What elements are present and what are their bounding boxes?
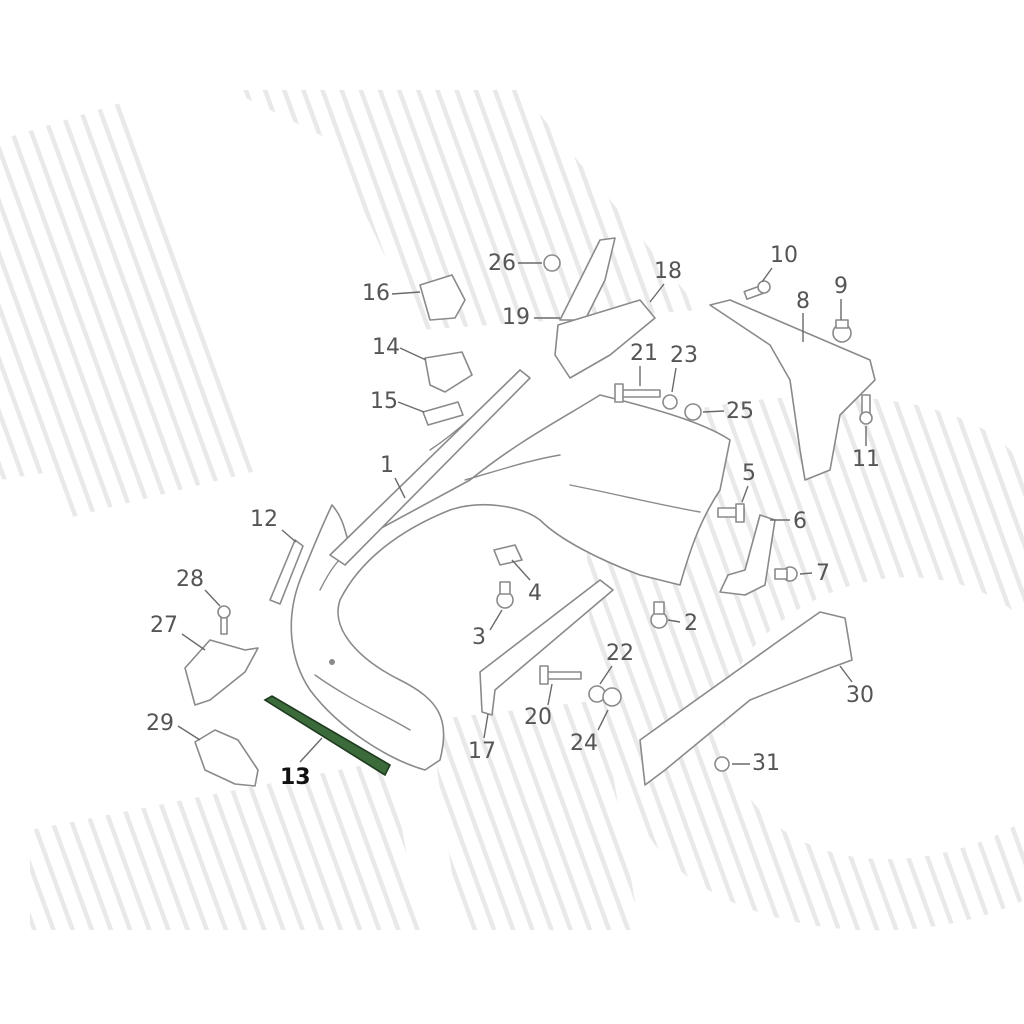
part-5-bolt: [717, 503, 745, 523]
svg-text:27: 27: [150, 613, 178, 638]
callout-18[interactable]: 18: [649, 259, 682, 303]
callout-26[interactable]: 26: [488, 251, 542, 276]
callout-28[interactable]: 28: [176, 567, 221, 607]
part-23-washer: [662, 394, 678, 410]
part-30-crossbar: [639, 611, 853, 786]
svg-text:20: 20: [524, 705, 552, 730]
callout-27[interactable]: 27: [150, 613, 206, 651]
svg-text:30: 30: [846, 683, 874, 708]
callout-16[interactable]: 16: [362, 281, 421, 306]
callout-22[interactable]: 22: [599, 641, 634, 685]
callout-23[interactable]: 23: [670, 343, 698, 393]
part-9-nut: [832, 319, 852, 343]
svg-text:13: 13: [280, 765, 311, 790]
callout-24[interactable]: 24: [570, 709, 609, 756]
callout-6[interactable]: 6: [770, 509, 807, 534]
callout-3[interactable]: 3: [472, 609, 503, 650]
svg-text:14: 14: [372, 335, 400, 360]
svg-text:15: 15: [370, 389, 398, 414]
svg-text:25: 25: [726, 399, 754, 424]
callout-20[interactable]: 20: [524, 683, 553, 730]
callout-2[interactable]: 2: [667, 611, 698, 636]
part-17-long-bracket: [479, 579, 614, 716]
svg-text:8: 8: [796, 289, 810, 314]
svg-text:31: 31: [752, 751, 780, 776]
part-13-reinforcement-highlighted: [263, 695, 392, 777]
part-20-bolt: [539, 665, 582, 685]
part-31-nut: [714, 756, 730, 772]
svg-text:29: 29: [146, 711, 174, 736]
callout-9[interactable]: 9: [834, 274, 848, 320]
callout-12[interactable]: 12: [250, 507, 297, 543]
svg-text:26: 26: [488, 251, 516, 276]
callout-14[interactable]: 14: [372, 335, 427, 361]
svg-text:7: 7: [816, 561, 830, 586]
svg-text:22: 22: [606, 641, 634, 666]
part-6-bracket: [719, 514, 776, 596]
part-26-clip: [543, 254, 561, 272]
part-28-screw: [217, 605, 231, 635]
part-25-nut: [684, 403, 702, 421]
part-15-bracket: [422, 401, 464, 426]
part-4-bracket: [493, 544, 523, 566]
part-21-bolt: [614, 383, 661, 403]
part-27-bracket: [184, 639, 259, 706]
callout-5[interactable]: 5: [741, 461, 756, 503]
svg-text:17: 17: [468, 739, 496, 764]
svg-text:28: 28: [176, 567, 204, 592]
callout-29[interactable]: 29: [146, 711, 201, 741]
svg-text:11: 11: [852, 447, 880, 472]
callout-19[interactable]: 19: [502, 305, 560, 330]
callout-15[interactable]: 15: [370, 389, 425, 414]
parts-layer: [184, 237, 876, 787]
svg-text:3: 3: [472, 625, 486, 650]
svg-text:12: 12: [250, 507, 278, 532]
callout-1[interactable]: 1: [380, 453, 406, 499]
part-3-clip: [496, 581, 514, 609]
callout-17[interactable]: 17: [468, 713, 496, 764]
svg-text:10: 10: [770, 243, 798, 268]
callout-7[interactable]: 7: [799, 561, 830, 586]
callout-21[interactable]: 21: [630, 341, 658, 386]
part-19-bracket: [554, 299, 656, 379]
part-12-trim: [269, 539, 304, 605]
svg-text:16: 16: [362, 281, 390, 306]
svg-text:6: 6: [793, 509, 807, 534]
callout-4[interactable]: 4: [511, 559, 542, 606]
svg-text:2: 2: [684, 611, 698, 636]
part-10-screw: [743, 280, 771, 300]
callouts-layer: 1 2 3 4 5 6 7 8 9 10 11 12 13 14 15 16 1…: [146, 243, 880, 790]
callout-8[interactable]: 8: [796, 289, 810, 342]
callout-13[interactable]: 13: [280, 737, 323, 790]
svg-text:19: 19: [502, 305, 530, 330]
svg-text:18: 18: [654, 259, 682, 284]
svg-text:5: 5: [742, 461, 756, 486]
svg-text:24: 24: [570, 731, 598, 756]
callout-31[interactable]: 31: [732, 751, 780, 776]
callout-11[interactable]: 11: [852, 426, 880, 472]
svg-text:9: 9: [834, 274, 848, 299]
part-11-screw: [859, 394, 873, 425]
part-8-side-bracket: [709, 299, 876, 481]
callout-30[interactable]: 30: [839, 665, 874, 708]
svg-text:23: 23: [670, 343, 698, 368]
svg-text:21: 21: [630, 341, 658, 366]
part-1-upper-strip: [329, 369, 531, 566]
part-7-clip: [774, 566, 798, 582]
callout-25[interactable]: 25: [702, 399, 754, 424]
part-24-nut: [602, 687, 622, 707]
callout-10[interactable]: 10: [761, 243, 798, 283]
svg-text:1: 1: [380, 453, 394, 478]
part-2-clip: [650, 601, 668, 629]
part-14-bracket: [424, 351, 473, 393]
part-29-housing: [194, 729, 259, 787]
part-16-bracket: [419, 274, 466, 321]
svg-text:4: 4: [528, 581, 542, 606]
